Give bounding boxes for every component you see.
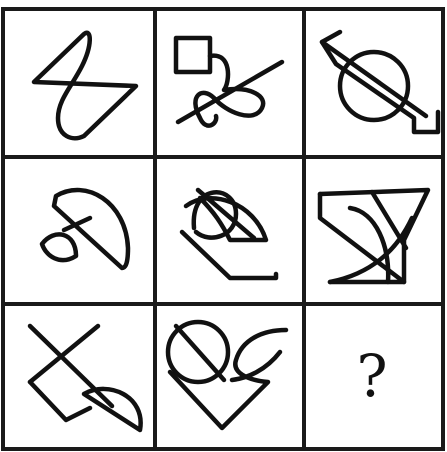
cell-r3-c1-figure xyxy=(30,326,141,430)
question-mark: ? xyxy=(356,342,387,410)
cell-r2-c3-figure xyxy=(320,190,428,282)
cell-r2-c1-figure xyxy=(42,190,128,268)
cell-r3-c2-figure xyxy=(168,322,286,428)
cell-r1-c3-figure xyxy=(322,32,438,132)
cell-r1-c1-figure xyxy=(34,33,136,138)
cell-r2-c2-figure xyxy=(182,190,276,278)
cell-r3-c3-missing: ? xyxy=(356,342,387,410)
cell-r1-c2-figure xyxy=(176,38,282,126)
